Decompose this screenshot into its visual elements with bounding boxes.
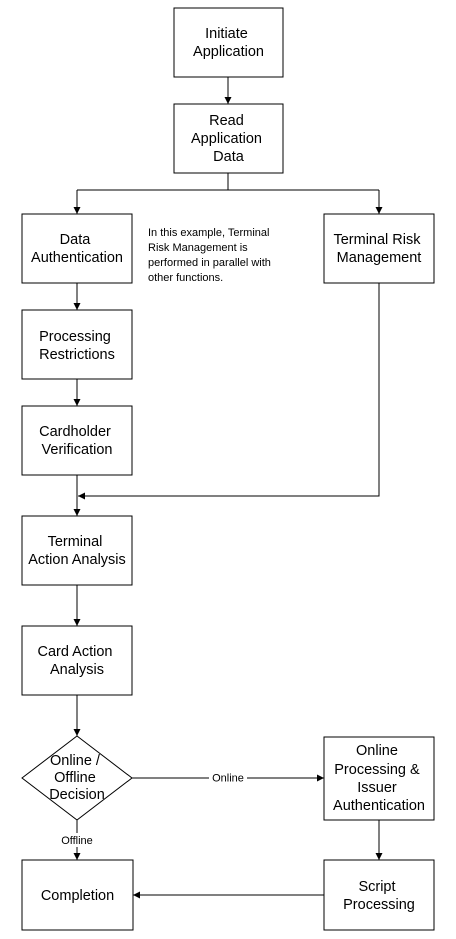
edge-terminal-risk-merge bbox=[78, 283, 380, 500]
node-initiate-application: Initiate Application bbox=[173, 7, 284, 78]
node-cardholder-verification: Cardholder Verification bbox=[21, 405, 133, 476]
edge-label-offline: Offline bbox=[61, 835, 93, 847]
node-terminal-risk-management: Terminal Risk Management bbox=[323, 213, 435, 284]
node-script-processing: Script Processing bbox=[323, 859, 435, 931]
node-terminal-action-analysis: Terminal Action Analysis bbox=[21, 515, 133, 586]
node-completion: Completion bbox=[21, 859, 134, 931]
node-data-auth-label: Data Authentication bbox=[31, 232, 123, 266]
node-cardholder-label: Cardholder Verification bbox=[39, 424, 115, 458]
node-online-processing: Online Processing & Issuer Authenticatio… bbox=[323, 736, 435, 821]
edge-label-online: Online bbox=[212, 773, 244, 785]
node-online-processing-label: Online Processing & Issuer Authenticatio… bbox=[333, 743, 425, 814]
node-terminal-action-label: Terminal Action Analysis bbox=[28, 534, 126, 568]
node-read-label: Read Application Data bbox=[191, 113, 266, 165]
node-script-label: Script Processing bbox=[343, 879, 415, 913]
node-online-offline-decision: Online / Offline Decision bbox=[21, 735, 133, 821]
node-decision-label: Online / Offline Decision bbox=[49, 753, 105, 803]
node-initiate-label: Initiate Application bbox=[193, 26, 264, 60]
node-card-action-label: Card Action Analysis bbox=[38, 644, 117, 678]
edge-labels: Online Offline bbox=[58, 770, 247, 847]
node-processing-label: Processing Restrictions bbox=[39, 329, 115, 363]
node-read-application-data: Read Application Data bbox=[173, 103, 284, 174]
node-card-action-analysis: Card Action Analysis bbox=[21, 625, 133, 696]
node-completion-label: Completion bbox=[41, 888, 114, 904]
parallel-note: In this example, Terminal Risk Managemen… bbox=[148, 227, 274, 284]
node-processing-restrictions: Processing Restrictions bbox=[21, 309, 133, 380]
node-terminal-risk-label: Terminal Risk Management bbox=[333, 232, 424, 266]
node-data-authentication: Data Authentication bbox=[21, 213, 133, 284]
nodes: Initiate Application Read Application Da… bbox=[21, 7, 435, 931]
